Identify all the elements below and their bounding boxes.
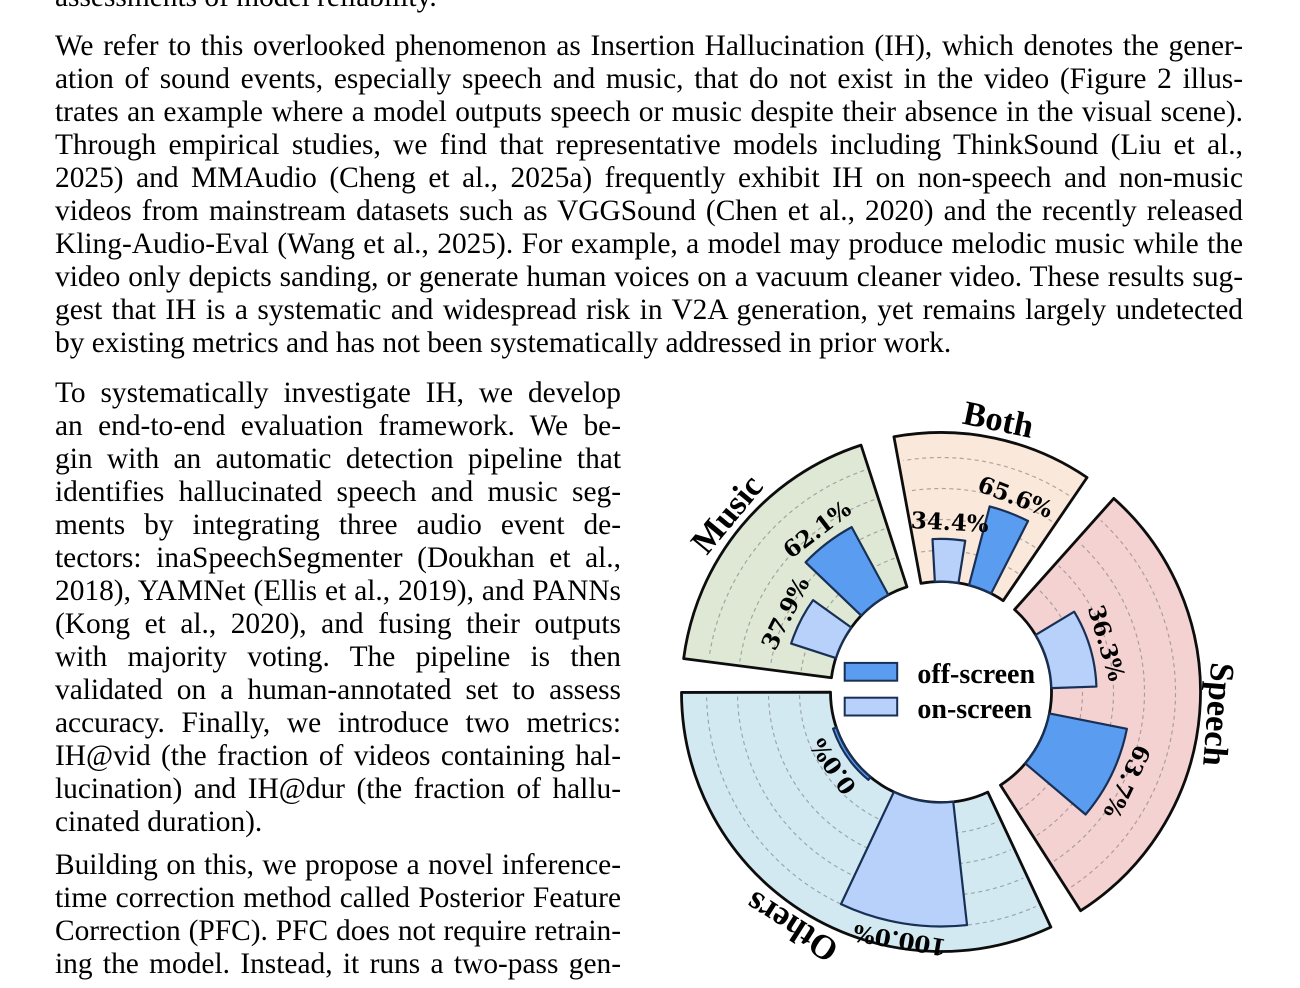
gridline bbox=[800, 557, 895, 671]
text-line: (Kong et al., 2020), and fusing their ou… bbox=[55, 608, 621, 640]
text-line: identifies hallucinated speech and music… bbox=[55, 476, 621, 508]
text-line: accuracy. Finally, we introduce two metr… bbox=[55, 707, 621, 739]
text-line: Building on this, we propose a novel inf… bbox=[55, 849, 621, 881]
legend-swatch-on-screen bbox=[843, 696, 899, 717]
gridline bbox=[1019, 588, 1084, 811]
gridline bbox=[736, 696, 1024, 897]
text-line: Through empirical studies, we find that … bbox=[55, 129, 1243, 161]
text-line: ing the model. Instead, it runs a two-pa… bbox=[55, 948, 621, 980]
text-line: 2018), YAMNet (Ellis et al., 2019), and … bbox=[55, 575, 621, 607]
gridline bbox=[1070, 519, 1176, 888]
paragraph-1: We refer to this overlooked phenomenon a… bbox=[55, 30, 1243, 360]
category-label-speech: Speech bbox=[1195, 661, 1241, 767]
legend-label-off-screen: off-screen bbox=[917, 659, 1035, 690]
legend-swatch-off-screen bbox=[843, 661, 899, 682]
text-line: IH@vid (the fraction of videos containin… bbox=[55, 740, 621, 772]
text-line: cinated duration). bbox=[55, 806, 263, 838]
text-line: by existing metrics and has not been sys… bbox=[55, 327, 952, 359]
gridline bbox=[769, 528, 885, 667]
gridline bbox=[798, 695, 999, 835]
bar-both-off-screen bbox=[967, 505, 1030, 595]
text-line: validated on a human-annotated set to as… bbox=[55, 674, 621, 706]
gridline bbox=[708, 469, 865, 658]
text-line: 2025) and MMAudio (Cheng et al., 2025a) … bbox=[55, 162, 1243, 194]
text-line: Kling-Audio-Eval (Wang et al., 2025). Fo… bbox=[55, 228, 1243, 260]
bar-others-on-screen bbox=[839, 790, 969, 928]
text-line: We refer to this overlooked phenomenon a… bbox=[55, 30, 1243, 62]
bar-both-on-screen bbox=[931, 537, 967, 584]
bar-music-off-screen bbox=[804, 526, 890, 617]
gridline bbox=[918, 549, 1019, 574]
bar-speech-off-screen bbox=[1024, 712, 1128, 816]
gridline bbox=[1053, 542, 1146, 862]
gridline bbox=[908, 487, 1053, 522]
text-line: assessments of model reliability. bbox=[55, 0, 1243, 14]
text-line: gin with an automatic detection pipeline… bbox=[55, 443, 621, 475]
text-line: gest that IH is a systematic and widespr… bbox=[55, 294, 1243, 326]
paragraph-3: Building on this, we propose a novel inf… bbox=[55, 849, 621, 981]
bar-speech-on-screen bbox=[1034, 610, 1098, 690]
paragraph-2: To systematically investigate IH, we dev… bbox=[55, 377, 621, 839]
paragraph-partial: assessments of model reliability. bbox=[55, 0, 1243, 14]
gridline bbox=[903, 456, 1070, 496]
legend-label-on-screen: on-screen bbox=[917, 694, 1032, 725]
text-line: video only depicts sanding, or generate … bbox=[55, 261, 1243, 293]
text-line: time correction method called Posterior … bbox=[55, 882, 621, 914]
gridline bbox=[705, 697, 1037, 928]
gridline bbox=[1036, 565, 1115, 836]
bar-label-both-on-screen: 34.4% bbox=[910, 507, 989, 538]
text-line: tectors: inaSpeechSegmenter (Doukhan et … bbox=[55, 542, 621, 574]
text-line: an end-to-end evaluation framework. We b… bbox=[55, 410, 621, 442]
text-line: with majority voting. The pipeline is th… bbox=[55, 641, 621, 673]
text-line: videos from mainstream datasets such as … bbox=[55, 195, 1243, 227]
text-line: Correction (PFC). PFC does not require r… bbox=[55, 915, 621, 947]
text-line: trates an example where a model outputs … bbox=[55, 96, 1243, 128]
bar-others-off-screen bbox=[831, 726, 872, 781]
bar-music-on-screen bbox=[790, 599, 853, 660]
text-line: lucination) and IH@dur (the fraction of … bbox=[55, 773, 621, 805]
text-line: To systematically investigate IH, we dev… bbox=[55, 377, 621, 409]
text-line: ation of sound events, especially speech… bbox=[55, 63, 1243, 95]
gridline bbox=[913, 518, 1036, 548]
text-line: ments by integrating three audio event d… bbox=[55, 509, 621, 541]
